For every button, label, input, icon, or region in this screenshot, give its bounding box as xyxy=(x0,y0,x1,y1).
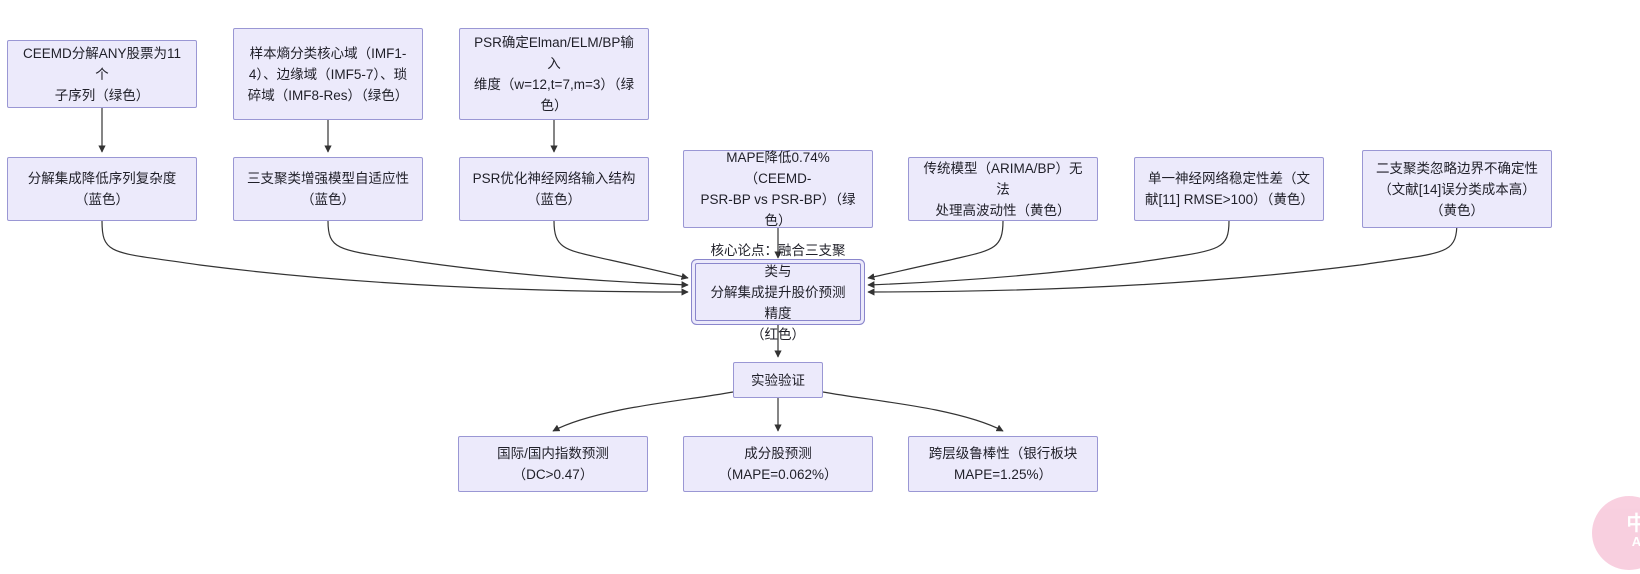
node-decomposition-reduces-complexity[interactable]: 分解集成降低序列复杂度 （蓝色） xyxy=(7,157,197,221)
node-core-thesis[interactable]: 核心论点：融合三支聚类与 分解集成提升股价预测精度 （红色） xyxy=(695,243,861,342)
node-label: MAPE降低0.74%（CEEMD- PSR-BP vs PSR-BP）（绿 色… xyxy=(700,150,856,228)
node-three-way-clustering-adaptivity[interactable]: 三支聚类增强模型自适应性 （蓝色） xyxy=(233,157,423,221)
edge-n11-n12 xyxy=(552,391,734,432)
watermark-main: 中 xyxy=(1626,513,1640,535)
node-label: PSR优化神经网络输入结构 （蓝色） xyxy=(472,171,636,207)
node-label: 分解集成降低序列复杂度 （蓝色） xyxy=(27,171,177,207)
watermark-logo: 中 A xyxy=(1592,496,1640,570)
edge-n9-core xyxy=(867,220,1230,289)
node-psr-input-dimension[interactable]: PSR确定Elman/ELM/BP输入 维度（w=12,t=7,m=3）（绿 色… xyxy=(459,28,649,120)
node-label: 样本熵分类核心域（IMF1- 4）、边缘域（IMF5-7）、琐 碎域（IMF8-… xyxy=(247,45,409,103)
node-ceemd-decomposition[interactable]: CEEMD分解ANY股票为11个 子序列（绿色） xyxy=(7,40,197,108)
edge-n11-n14 xyxy=(822,391,1004,432)
watermark-text: 中 A xyxy=(1613,513,1640,551)
edge-n4-core xyxy=(101,220,689,296)
node-label: CEEMD分解ANY股票为11个 子序列（绿色） xyxy=(22,45,182,103)
node-label: 实验验证 xyxy=(751,372,805,388)
node-label: PSR确定Elman/ELM/BP输入 维度（w=12,t=7,m=3）（绿 色… xyxy=(473,35,635,113)
node-label: 跨层级鲁棒性（银行板块 MAPE=1.25%） xyxy=(928,446,1078,482)
node-label: 三支聚类增强模型自适应性 （蓝色） xyxy=(247,171,409,207)
watermark-sub: A xyxy=(1631,534,1640,549)
edge-n6-core xyxy=(553,220,689,280)
node-label: 国际/国内指数预测 （DC>0.47） xyxy=(497,446,609,482)
edge-n5-core xyxy=(327,220,689,289)
node-label: 核心论点：融合三支聚类与 分解集成提升股价预测精度 （红色） xyxy=(710,242,846,342)
node-experimental-validation[interactable]: 实验验证 xyxy=(733,362,823,398)
edge-n10-core xyxy=(867,220,1458,296)
edge-n8-core xyxy=(867,220,1004,281)
node-mape-reduction[interactable]: MAPE降低0.74%（CEEMD- PSR-BP vs PSR-BP）（绿 色… xyxy=(683,150,873,228)
node-label: 单一神经网络稳定性差（文 献[11] RMSE>100）（黄色） xyxy=(1145,171,1314,207)
node-label: 传统模型（ARIMA/BP）无法 处理高波动性（黄色） xyxy=(923,160,1083,218)
node-sample-entropy-classification[interactable]: 样本熵分类核心域（IMF1- 4）、边缘域（IMF5-7）、琐 碎域（IMF8-… xyxy=(233,28,423,120)
node-psr-optimizes-network-input[interactable]: PSR优化神经网络输入结构 （蓝色） xyxy=(459,157,649,221)
node-index-prediction[interactable]: 国际/国内指数预测 （DC>0.47） xyxy=(458,436,648,492)
node-single-network-instability[interactable]: 单一神经网络稳定性差（文 献[11] RMSE>100）（黄色） xyxy=(1134,157,1324,221)
node-two-way-clustering-boundary[interactable]: 二支聚类忽略边界不确定性 （文献[14]误分类成本高） （黄色） xyxy=(1362,150,1552,228)
node-traditional-models-limitation[interactable]: 传统模型（ARIMA/BP）无法 处理高波动性（黄色） xyxy=(908,157,1098,221)
node-cross-level-robustness[interactable]: 跨层级鲁棒性（银行板块 MAPE=1.25%） xyxy=(908,436,1098,492)
node-label: 成分股预测 （MAPE=0.062%） xyxy=(718,446,838,482)
node-label: 二支聚类忽略边界不确定性 （文献[14]误分类成本高） （黄色） xyxy=(1376,160,1538,218)
node-constituent-stock-prediction[interactable]: 成分股预测 （MAPE=0.062%） xyxy=(683,436,873,492)
